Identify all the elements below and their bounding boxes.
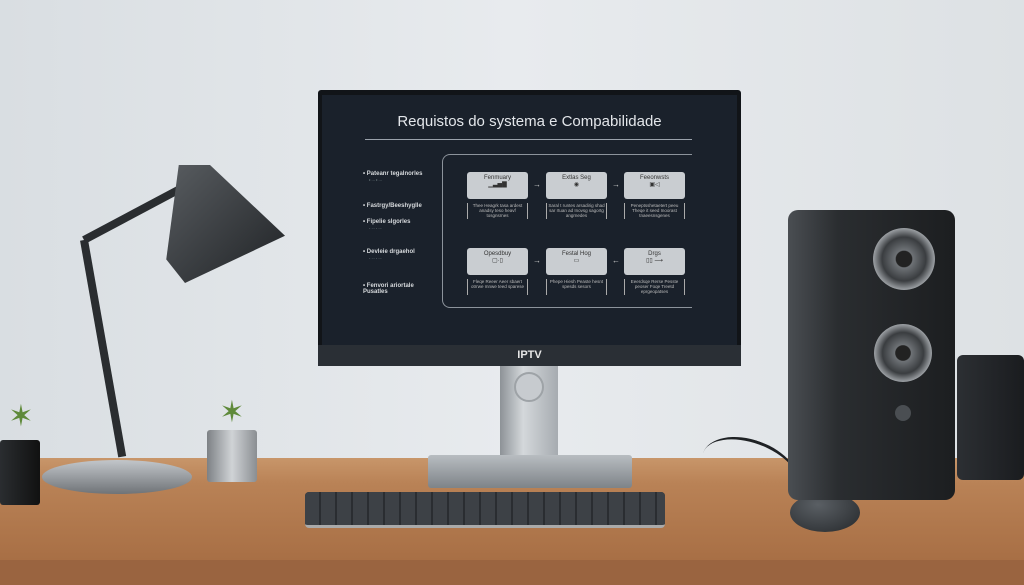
- media-box: [957, 355, 1024, 480]
- arrow-left-icon: ←: [612, 256, 620, 265]
- arrow-right-icon: →: [533, 180, 541, 189]
- bullet-item: • Fenvori ariortale Pusatles: [363, 283, 414, 295]
- bullet-item: • Devleie drgaehol- ... - ...: [363, 249, 415, 260]
- network-icon: ▯▯ ⟶: [646, 258, 663, 264]
- lamp-base: [42, 460, 192, 494]
- plant-pot-center: [207, 430, 257, 482]
- card-text: Saral t runtes arsadirig shad sar rtuan …: [546, 203, 607, 219]
- card-text: Peneptsshetaetert peeu Theqe it seed Ino…: [624, 203, 685, 219]
- diagram-card: Drgs▯▯ ⟶: [624, 248, 685, 275]
- plant-left: ✶: [8, 400, 34, 433]
- media-icon: ▣◁: [649, 182, 660, 188]
- card-text: Fleqe Reeer Aeer sbaert otrrwe mnwe teed…: [467, 279, 528, 295]
- devices-icon: ▢·▯: [492, 258, 503, 264]
- plant-pot-left: [0, 440, 40, 505]
- bullet-item: • Pateanr tegalnorles• ... • ...: [363, 171, 423, 182]
- lamp-arm: [80, 239, 127, 458]
- screen-title: Requistos do systema e Compabilidade: [397, 113, 662, 130]
- bar-chart-icon: ▁▃▅▇: [488, 182, 507, 188]
- bullet-item: • Fastrgy/Beeshyglle: [363, 203, 422, 209]
- arrow-right-icon: →: [533, 256, 541, 265]
- lamp-shade: [166, 165, 285, 283]
- laptop-icon: ▭: [573, 258, 580, 264]
- card-text: Eeerdsqe Rerse Pesste peoser Foqe Treetd…: [624, 279, 685, 295]
- lamp-upper-arm: [82, 184, 184, 244]
- bullet-item: • Fipelie slgorles- ... - ...: [363, 219, 411, 230]
- diagram-card: Extlas Seg◉: [546, 172, 607, 199]
- diagram-card: Festal Hog▭: [546, 248, 607, 275]
- monitor-brand: IPTV: [318, 345, 741, 366]
- keyboard: [305, 492, 665, 528]
- diagram-frame: [442, 154, 692, 308]
- monitor-screen: [322, 95, 737, 345]
- diagram-card: Fenmuary▁▃▅▇: [467, 172, 528, 199]
- stand-cable-hole: [514, 372, 544, 402]
- speaker-woofer-top: [873, 228, 935, 290]
- card-text: Thee Heagrk tasa ardest anadsy teso heav…: [467, 203, 528, 219]
- desk-edge: [0, 560, 1024, 585]
- speaker-tweeter: [895, 405, 911, 421]
- arrow-right-icon: →: [612, 180, 620, 189]
- plant-center: ✶: [219, 396, 245, 429]
- disc-icon: ◉: [573, 182, 580, 188]
- card-text: Phepe Hiesh Peaste hesnt spesds sesors: [546, 279, 607, 295]
- diagram-card: Feeonwsts▣◁: [624, 172, 685, 199]
- speaker-woofer-bottom: [874, 324, 932, 382]
- title-divider: [365, 139, 692, 140]
- diagram-card: Opesdbuy▢·▯: [467, 248, 528, 275]
- monitor-stand-base: [428, 455, 632, 488]
